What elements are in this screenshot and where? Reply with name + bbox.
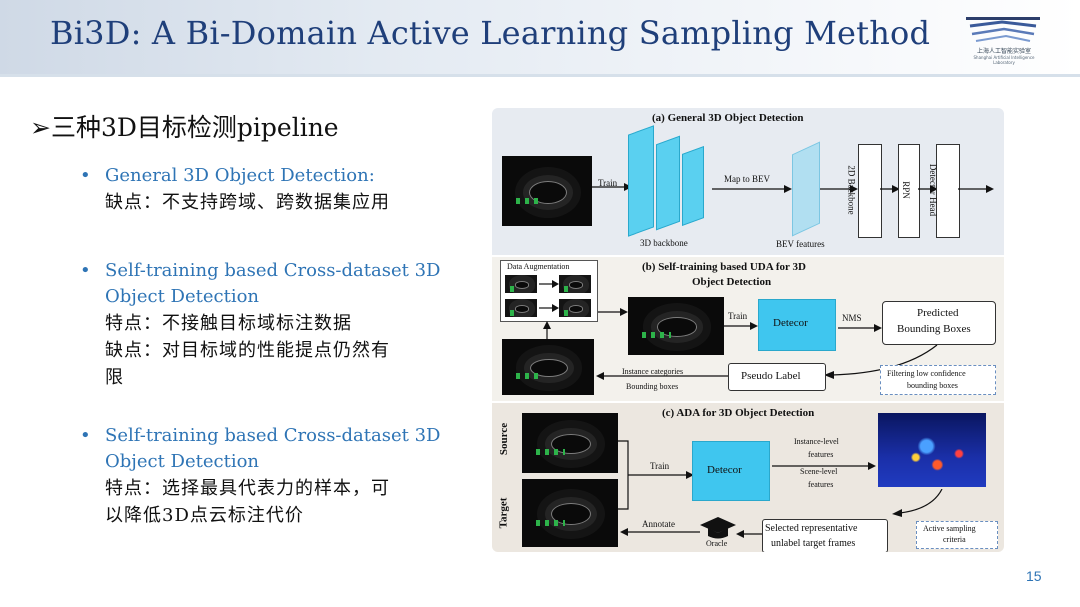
heading-text: 三种3D目标检测pipeline — [50, 113, 339, 142]
predicted-boxes-box: Predicted Bounding Boxes — [882, 301, 996, 345]
lab-logo-icon — [966, 17, 1040, 42]
heatmap-image — [878, 413, 986, 487]
bullet-line: 特点：不接触目标域标注数据 — [105, 313, 352, 334]
train-label: Train — [598, 178, 618, 188]
annotate-label: Annotate — [642, 519, 675, 529]
logo-text-cn: 上海人工智能实验室 — [976, 48, 1031, 55]
bullet-general: • General 3D Object Detection: 缺点：不支持跨域、跨… — [80, 163, 460, 216]
arrow-icon — [539, 280, 559, 288]
bullet-dot-icon: • — [80, 165, 91, 186]
arrow-icon — [918, 185, 938, 193]
page-number: 15 — [1026, 568, 1042, 584]
panel-self-training: Data Augmentation (b) Self-training base… — [492, 257, 1004, 401]
instance-categories-label: Instance categories — [622, 367, 684, 376]
title-divider — [0, 74, 1080, 77]
arrow-icon — [539, 304, 559, 312]
target-point-cloud-image — [522, 479, 618, 547]
bullet-line: 以降低3D点云标注代价 — [105, 505, 304, 526]
bounding-boxes-label: Bounding boxes — [626, 382, 679, 391]
pseudo-label-box: Pseudo Label — [728, 363, 826, 391]
instance-level-label-1: Instance-level — [794, 437, 839, 446]
bev-features-label: BEV features — [776, 239, 825, 249]
target-label: Target — [497, 497, 510, 529]
arrow-icon — [620, 528, 700, 536]
3d-backbone-label: 3D backbone — [640, 238, 688, 248]
arrow-icon — [592, 183, 632, 191]
panel-general-detection: (a) General 3D Object Detection Train 3D… — [492, 108, 1004, 255]
bullet-dot-icon: • — [80, 425, 91, 446]
3d-backbone-block — [628, 125, 654, 237]
bullet-title-line1: Self-training based Cross-dataset 3D — [105, 425, 441, 446]
point-cloud-image — [502, 339, 594, 395]
bullet-line: 缺点：对目标域的性能提点仍然有 — [105, 340, 390, 361]
bullet-line: 特点：选择最具代表力的样本，可 — [105, 478, 390, 499]
slide-title: Bi3D: A Bi-Domain Active Learning Sampli… — [50, 14, 931, 52]
arrow-icon — [958, 185, 994, 193]
panel-c-title: (c) ADA for 3D Object Detection — [662, 407, 815, 419]
bullet-title: General 3D Object Detection: — [105, 165, 375, 186]
rpn-box: RPN — [898, 144, 920, 238]
arrow-icon — [820, 185, 858, 193]
arrow-icon — [712, 185, 792, 193]
scene-level-label-2: features — [808, 480, 834, 489]
bullet-dot-icon: • — [80, 260, 91, 281]
section-heading: ➢三种3D目标检测pipeline — [30, 108, 339, 144]
source-label: Source — [498, 422, 511, 456]
merge-arrow-icon — [618, 440, 694, 510]
bullet-title-line1: Self-training based Cross-dataset 3D — [105, 260, 441, 281]
3d-backbone-block — [682, 145, 704, 227]
source-point-cloud-image — [522, 413, 618, 473]
oracle-graduation-cap-icon — [700, 517, 736, 539]
bullet-line: 限 — [105, 367, 124, 388]
train-label: Train — [650, 461, 670, 471]
filtering-note: Filtering low confidence bounding boxes — [880, 365, 996, 395]
title-bar — [0, 0, 1080, 74]
arrow-icon — [596, 372, 728, 380]
bullet-title-line2: Object Detection — [105, 286, 260, 307]
bullet-line: 缺点：不支持跨域、跨数据集应用 — [105, 192, 390, 213]
oracle-label: Oracle — [706, 539, 728, 548]
3d-backbone-block — [656, 135, 680, 231]
map-to-bev-label: Map to BEV — [724, 174, 770, 184]
arrow-icon — [598, 308, 628, 316]
bullet-self-training: • Self-training based Cross-dataset 3D Ob… — [80, 258, 460, 391]
arrow-bullet-icon: ➢ — [30, 113, 51, 142]
nms-label: NMS — [842, 313, 862, 323]
arrow-up-icon — [543, 321, 551, 339]
panel-b-title-line1: (b) Self-training based UDA for 3D — [642, 261, 806, 273]
panel-b-title-line2: Object Detection — [692, 276, 772, 288]
panel-active-domain-adaptation: (c) ADA for 3D Object Detection Source T… — [492, 403, 1004, 552]
arrow-icon — [772, 462, 876, 470]
logo-text-en: Shanghai Artificial Intelligence Laborat… — [973, 55, 1035, 65]
arrow-icon — [880, 185, 900, 193]
arrow-icon — [838, 324, 882, 332]
arrow-icon — [892, 489, 943, 517]
bev-feature-plane — [792, 141, 820, 237]
detector-block: Detecor — [758, 299, 836, 351]
target-point-cloud-image — [628, 297, 724, 355]
arrow-icon — [736, 530, 762, 538]
pipeline-figure: (a) General 3D Object Detection Train 3D… — [492, 108, 1004, 552]
scene-level-label-1: Scene-level — [800, 467, 838, 476]
detector-block: Detecor — [692, 441, 770, 501]
point-cloud-image — [502, 156, 592, 226]
instance-level-label-2: features — [808, 450, 834, 459]
panel-a-title: (a) General 3D Object Detection — [652, 112, 804, 124]
active-sampling-note: Active sampling criteria — [916, 521, 998, 549]
bullet-active-learning: • Self-training based Cross-dataset 3D Ob… — [80, 423, 460, 529]
detector-head-box: Detector Head — [928, 144, 960, 238]
train-label: Train — [728, 311, 748, 321]
arrow-icon — [724, 322, 758, 330]
bullet-title-line2: Object Detection — [105, 451, 260, 472]
selected-frames-box: Selected representative unlabel target f… — [762, 519, 888, 552]
2d-backbone-box: 2D Backbone — [847, 144, 882, 238]
data-augmentation-box: Data Augmentation — [500, 260, 598, 322]
